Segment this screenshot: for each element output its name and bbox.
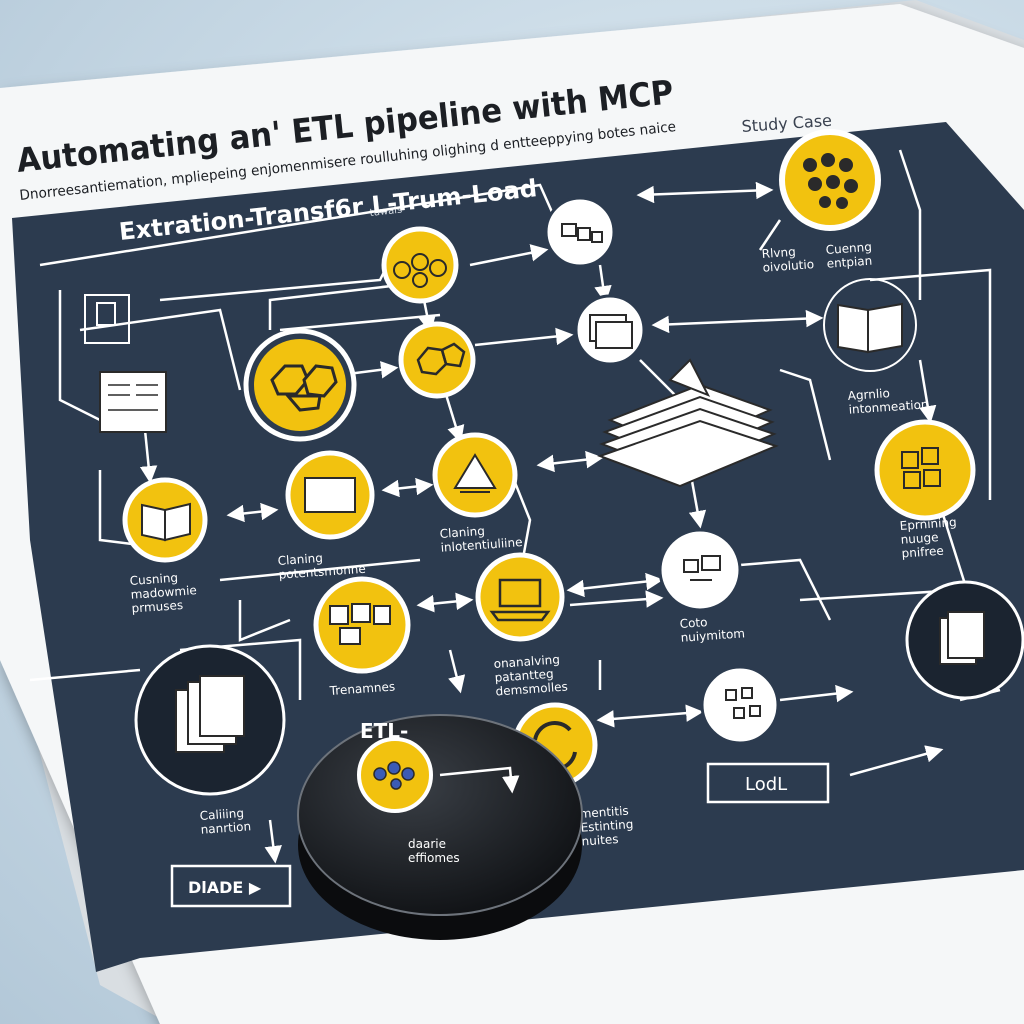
node-blocks[interactable] [874, 419, 976, 521]
label-center-left: Claningpotentsmonne [277, 548, 366, 582]
node-panel[interactable] [285, 450, 375, 540]
node-hexagon[interactable] [243, 328, 357, 442]
node-top-right[interactable] [779, 129, 881, 231]
hexagon-icon [270, 364, 338, 412]
label-bottom-right: mentitisEstintingnuites [579, 803, 635, 848]
label-left-mid: Cusningmadowmieprmuses [129, 569, 198, 615]
label-right-mid: Agrnliointonmeation [847, 383, 929, 416]
node-labels: Rlvngoivolutio Cuenngentpian Agrnliointo… [129, 240, 959, 849]
label-top-right-1: Rlvngoivolutio [761, 243, 814, 274]
node-report-left[interactable] [99, 371, 167, 433]
transform-grid-icon [393, 253, 447, 288]
label-lower-center: Cotonuiymitom [679, 613, 745, 645]
documents-icon [939, 611, 985, 665]
book-icon [141, 502, 191, 542]
documents-icon [175, 675, 245, 753]
page-icon [96, 302, 116, 326]
node-stack[interactable] [597, 358, 779, 488]
blocks-icon [901, 447, 941, 489]
label-lower-mid: onanalvingpatanttegdemsmolles [493, 652, 568, 699]
label-top-right-2: Cuenngentpian [825, 240, 873, 271]
node-pages-right[interactable] [905, 580, 1024, 700]
label-lower-left: Trenamnes [328, 679, 395, 698]
node-book-left[interactable] [122, 477, 208, 563]
laptop-icon [489, 578, 551, 622]
diade-button[interactable]: DlADE ▶ [170, 864, 292, 908]
book-icon [837, 302, 903, 354]
node-pages-left[interactable] [134, 644, 286, 796]
network-icon [683, 555, 721, 581]
connector-icon [561, 223, 603, 243]
load-button[interactable]: LodL [706, 762, 830, 804]
report-icon [108, 384, 158, 411]
stack-icon [597, 358, 779, 488]
node-stacked-pages[interactable] [574, 294, 646, 366]
node-chart[interactable] [432, 432, 518, 518]
node-molecule[interactable] [398, 321, 476, 399]
label-right-lower: Eprniningnuugepnifree [899, 515, 959, 560]
panel-icon [304, 477, 356, 513]
node-book-right[interactable] [823, 278, 917, 372]
node-transform-grid[interactable] [381, 226, 459, 304]
node-laptop[interactable] [475, 552, 565, 642]
disc-node [357, 737, 433, 813]
etl-icon [373, 761, 415, 790]
chart-icon [453, 453, 497, 493]
node-connector[interactable] [544, 196, 616, 268]
pages-icon [589, 314, 633, 349]
data-sources-icon [803, 153, 858, 209]
node-network-white[interactable] [658, 528, 742, 612]
diade-button-label: DlADE ▶ [188, 878, 262, 897]
load-button-label: LodL [745, 774, 787, 795]
label-center: Claninginlotentiuliine [439, 521, 523, 554]
node-network-lower[interactable] [700, 665, 780, 745]
node-components[interactable] [313, 576, 411, 674]
network-icon [725, 687, 761, 719]
label-bottom-left: Caliiingnanrtion [199, 806, 251, 837]
node-document-left[interactable] [84, 294, 130, 344]
components-icon [329, 603, 391, 645]
molecule-icon [416, 342, 466, 376]
